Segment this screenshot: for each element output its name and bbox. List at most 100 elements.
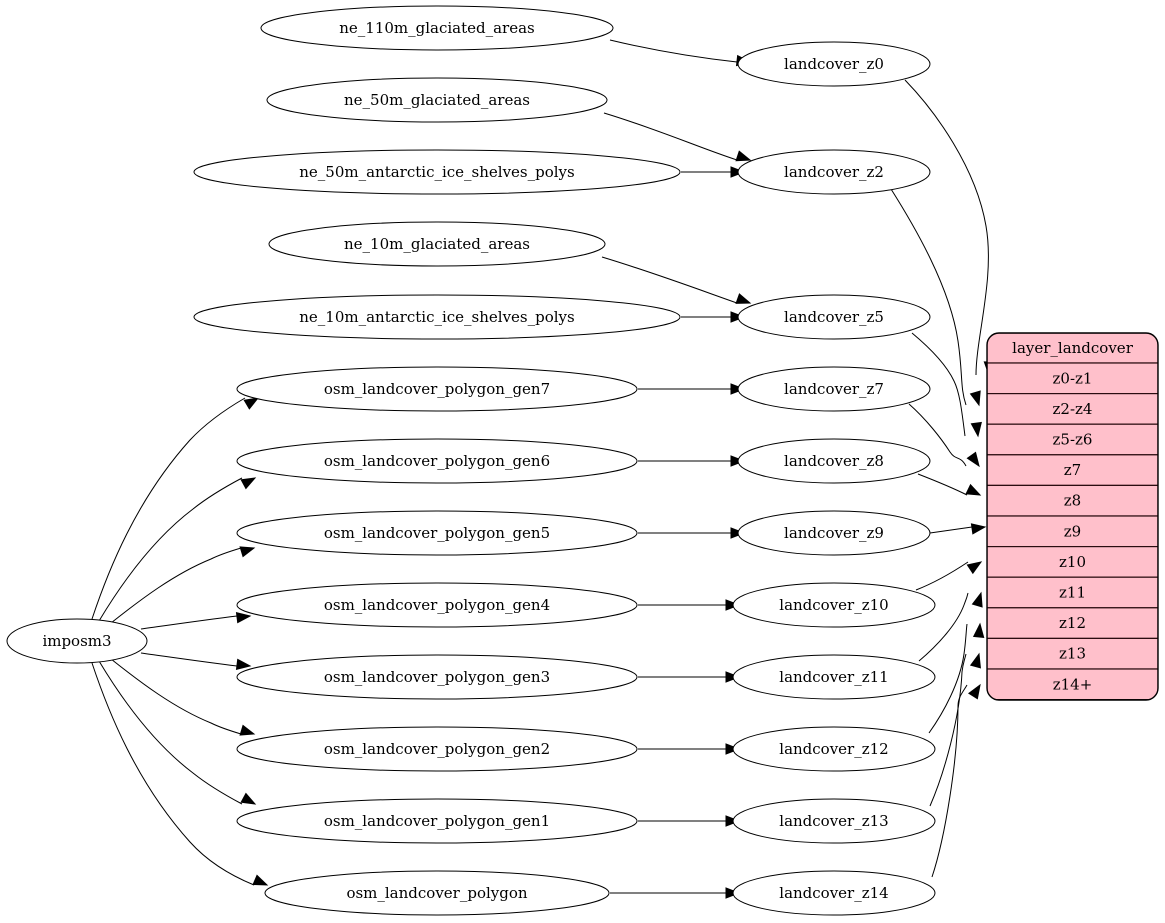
node-label: landcover_z14 (779, 884, 888, 902)
node-label: landcover_z13 (779, 812, 888, 830)
edge-path (928, 623, 968, 734)
edge-path (929, 526, 973, 534)
arrow-head-icon (966, 451, 980, 468)
node-shape (732, 870, 936, 916)
edge-path (91, 662, 255, 886)
arrow-head-icon (240, 477, 257, 490)
layer-node-landcover_z7[interactable]: landcover_z7 (737, 366, 931, 412)
edge-path (890, 188, 967, 406)
edge-landcover_z7-to-table-row-3 (908, 403, 980, 468)
table-row-label: z14+ (1053, 675, 1093, 693)
node-shape (737, 41, 931, 87)
node-shape (737, 294, 931, 340)
edge-imposm3-to-osm_landcover_polygon_gen6 (98, 477, 257, 622)
arrow-head-icon (969, 652, 981, 669)
layer-node-landcover_z9[interactable]: landcover_z9 (737, 510, 931, 556)
node-label: osm_landcover_polygon_gen7 (324, 380, 550, 398)
table-row-label: z10 (1059, 553, 1086, 571)
node-label: landcover_z12 (779, 740, 888, 758)
node-shape (732, 654, 936, 700)
node-label: imposm3 (42, 632, 111, 650)
node-shape (236, 366, 638, 412)
table-row-label: z13 (1059, 645, 1086, 663)
source-node-ne_50m_antarctic_ice_shelves_polys[interactable]: ne_50m_antarctic_ice_shelves_polys (193, 149, 681, 195)
edge-landcover_z12-to-table-row-8 (928, 622, 985, 734)
arrow-head-icon (239, 724, 256, 736)
edge-path (601, 256, 738, 304)
edge-imposm3-to-osm_landcover_polygon_gen7 (91, 397, 260, 620)
node-shape (266, 77, 608, 123)
source-node-osm_landcover_polygon_gen1[interactable]: osm_landcover_polygon_gen1 (236, 798, 638, 844)
source-node-ne_50m_glaciated_areas[interactable]: ne_50m_glaciated_areas (266, 77, 608, 123)
source-node-osm_landcover_polygon_gen5[interactable]: osm_landcover_polygon_gen5 (236, 510, 638, 556)
edge-landcover_z8-to-table-row-4 (917, 473, 982, 496)
source-node-osm_landcover_polygon_gen4[interactable]: osm_landcover_polygon_gen4 (236, 582, 638, 628)
edge-path (931, 684, 968, 878)
source-node-osm_landcover_polygon_gen3[interactable]: osm_landcover_polygon_gen3 (236, 654, 638, 700)
arrow-head-icon (239, 546, 256, 558)
table-row-z9[interactable] (987, 515, 1158, 548)
node-shape (732, 726, 936, 772)
edge-path (911, 332, 966, 437)
table-row-z8[interactable] (987, 484, 1158, 517)
source-node-osm_landcover_polygon_gen6[interactable]: osm_landcover_polygon_gen6 (236, 438, 638, 484)
layer-node-landcover_z11[interactable]: landcover_z11 (732, 654, 936, 700)
edge-landcover_z2-to-table-row-1 (890, 188, 981, 407)
layer-node-landcover_z8[interactable]: landcover_z8 (737, 438, 931, 484)
edge-ne_10m_glaciated_areas-to-landcover_z5 (601, 256, 752, 304)
edge-path (908, 403, 967, 467)
table-row-z12[interactable] (987, 607, 1158, 639)
arrow-head-icon (965, 483, 982, 496)
table-row-z11[interactable] (987, 576, 1158, 609)
edge-path (915, 561, 969, 591)
arrow-head-icon (970, 523, 987, 535)
node-label: osm_landcover_polygon_gen6 (324, 452, 550, 470)
arrow-head-icon (235, 658, 252, 671)
edge-landcover_z10-to-table-row-6 (915, 561, 983, 591)
edge-path (140, 652, 238, 667)
arrow-head-icon (972, 622, 985, 639)
edge-osm_landcover_polygon_gen2-to-landcover_z12 (638, 743, 741, 755)
layer-node-landcover_z14[interactable]: landcover_z14 (732, 870, 936, 916)
table-row-label: z2-z4 (1053, 400, 1093, 418)
source-node-ne_110m_glaciated_areas[interactable]: ne_110m_glaciated_areas (260, 5, 614, 51)
edge-path (609, 39, 738, 63)
edge-imposm3-to-osm_landcover_polygon_gen4 (140, 611, 252, 630)
source-node-osm_landcover_polygon[interactable]: osm_landcover_polygon (264, 870, 610, 916)
layer-node-landcover_z13[interactable]: landcover_z13 (732, 798, 936, 844)
root-node-imposm3[interactable]: imposm3 (6, 618, 148, 664)
layer-node-landcover_z12[interactable]: landcover_z12 (732, 726, 936, 772)
edge-imposm3-to-osm_landcover_polygon (91, 662, 269, 886)
layer-landcover-table[interactable]: layer_landcoverz0-z1z2-z4z5-z6z7z8z9z10z… (986, 332, 1159, 701)
edge-landcover_z9-to-table-row-5 (929, 523, 987, 535)
layer-node-landcover_z10[interactable]: landcover_z10 (732, 582, 936, 628)
edge-path (929, 653, 967, 807)
table-row-z0-z1[interactable] (987, 362, 1158, 395)
edge-imposm3-to-osm_landcover_polygon_gen5 (110, 546, 256, 624)
source-node-ne_10m_antarctic_ice_shelves_polys[interactable]: ne_10m_antarctic_ice_shelves_polys (193, 294, 681, 340)
node-label: ne_110m_glaciated_areas (339, 19, 535, 37)
table-row-label: z0-z1 (1053, 369, 1093, 387)
node-shape (264, 870, 610, 916)
source-node-ne_10m_glaciated_areas[interactable]: ne_10m_glaciated_areas (268, 221, 606, 267)
table-row-label: z7 (1064, 461, 1081, 479)
node-shape (268, 221, 606, 267)
source-node-osm_landcover_polygon_gen7[interactable]: osm_landcover_polygon_gen7 (236, 366, 638, 412)
layer-node-landcover_z2[interactable]: landcover_z2 (737, 149, 931, 195)
source-node-osm_landcover_polygon_gen2[interactable]: osm_landcover_polygon_gen2 (236, 726, 638, 772)
edge-landcover_z0-to-table-row-0 (904, 79, 996, 377)
edge-osm_landcover_polygon_gen4-to-landcover_z10 (638, 599, 741, 611)
layer-node-landcover_z5[interactable]: landcover_z5 (737, 294, 931, 340)
table-header-label: layer_landcover (1012, 339, 1134, 357)
node-label: ne_10m_antarctic_ice_shelves_polys (299, 308, 574, 326)
node-label: osm_landcover_polygon_gen5 (324, 524, 550, 542)
node-label: osm_landcover_polygon (346, 884, 527, 902)
node-shape (732, 798, 936, 844)
edge-path (140, 615, 238, 630)
table-row-z7[interactable] (987, 454, 1158, 486)
layer-node-landcover_z0[interactable]: landcover_z0 (737, 41, 931, 87)
edge-path (98, 660, 243, 805)
node-label: osm_landcover_polygon_gen3 (324, 668, 550, 686)
